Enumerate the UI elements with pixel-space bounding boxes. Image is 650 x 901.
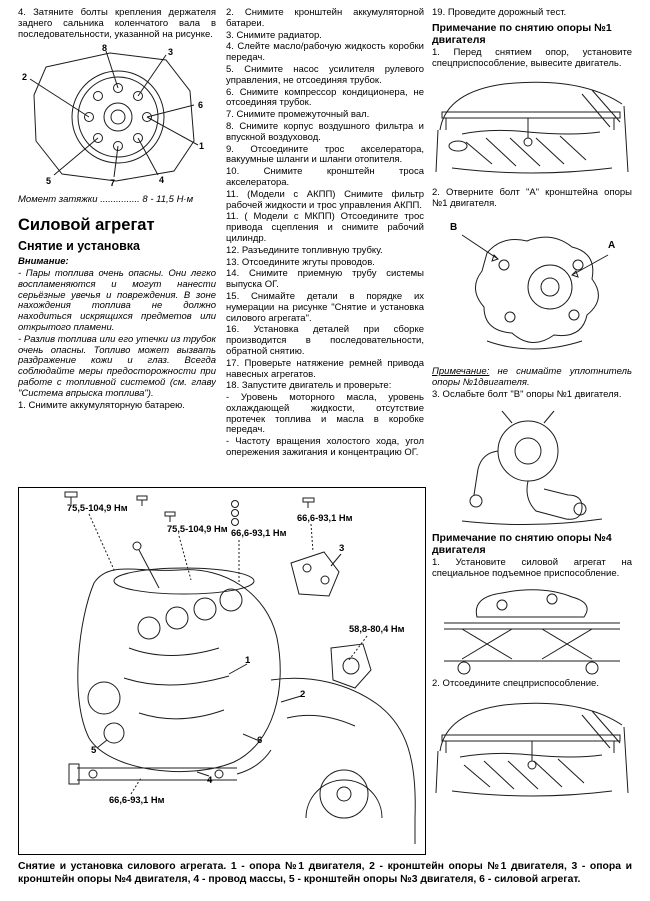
torque-label: 66,6-93,1 Нм [109, 795, 165, 805]
callout-number: 4 [159, 175, 165, 186]
torque-label: 75,5-104,9 Нм [67, 503, 128, 513]
torque-label: 66,6-93,1 Нм [297, 513, 353, 523]
instruction-step: 8. Снимите корпус воздушного фильтра и в… [226, 120, 424, 143]
instruction-step: 16. Установка деталей при сборке произво… [226, 324, 424, 357]
instruction-step: 1. Перед снятием опор, установите спецпр… [432, 46, 632, 69]
callout-number: 1 [199, 141, 205, 152]
instruction-step: 10. Снимите кронштейн троса акселератора… [226, 166, 424, 188]
part-number: 5 [91, 745, 97, 756]
instruction-step: 2. Отверните болт "А" кронштейна опоры №… [432, 187, 632, 210]
section-title: Силовой агрегат [18, 216, 155, 235]
note-body: не снимайте уплотнитель опоры №1двигател… [432, 365, 632, 388]
instruction-step: 5. Снимите насос усилителя рулевого упра… [226, 63, 424, 86]
part-number: 4 [207, 775, 213, 786]
instruction-step: 17. Проверьте натяжение ремней привода н… [226, 357, 424, 380]
instruction-step: 4. Затяните болты крепления держателя за… [18, 8, 216, 40]
note-heading: Примечание по снятию опоры №1 двигателя [432, 21, 612, 46]
torque-label: 66,6-93,1 Нм [231, 528, 287, 538]
engine-assembly-drawing [64, 491, 416, 844]
callout-number: 7 [110, 178, 116, 189]
part-number: 3 [339, 543, 345, 554]
callout-number: 3 [168, 47, 174, 58]
callout-number: 2 [22, 72, 28, 83]
lift-table-figure [432, 583, 632, 675]
callout-number: 5 [46, 176, 52, 187]
engine-bay-support-figure [432, 72, 632, 184]
column-left: 4. Затяните болты крепления держателя за… [18, 8, 216, 480]
engine-bay-support-figure-2 [432, 693, 632, 805]
instruction-step: 15. Снимайте детали в порядке их нумерац… [226, 290, 424, 324]
warning-text: - Разлив топлива или его утечки из трубо… [18, 333, 216, 399]
engine-mount-drawing [461, 411, 603, 526]
torque-label: 58,8-80,4 Нм [349, 624, 405, 634]
instruction-step: 11. ( Модели с МКПП) Отсоедините трос пр… [226, 211, 424, 244]
callout-number: 6 [198, 100, 204, 111]
note-heading: Примечание по снятию опоры №4 двигателя [432, 532, 612, 557]
mount-bracket-ab-drawing [461, 234, 609, 350]
part-number: 6 [257, 735, 263, 746]
mount-bracket-ab-figure: B A [432, 213, 632, 363]
instruction-step: 19. Проведите дорожный тест. [432, 8, 567, 18]
instruction-step: 7. Снимите промежуточный вал. [226, 109, 370, 121]
figure-caption: Снятие и установка силового агрегата. 1 … [18, 861, 632, 885]
flywheel-drawing [29, 51, 199, 182]
instruction-step: 14. Снимите приемную трубу системы выпус… [226, 268, 424, 291]
instruction-substep: - Уровень моторного масла, уровень охлаж… [226, 392, 424, 436]
instruction-step: 13. Отсоедините жгуты проводов. [226, 256, 375, 268]
engine-bay-support-drawing [435, 82, 629, 174]
instruction-substep: - Частоту вращения холостого хода, угол … [226, 436, 424, 459]
callout-number: 8 [102, 43, 108, 54]
column-middle: 2. Снимите кронштейн аккумуляторной бата… [226, 8, 424, 480]
instruction-step: 18. Запустите двигатель и проверьте: [226, 380, 392, 392]
instruction-step: 1. Установите силовой агрегат на специал… [432, 557, 632, 580]
warning-text: - Пары топлива очень опасны. Они легко в… [18, 267, 216, 333]
torque-label: 75,5-104,9 Нм [167, 524, 228, 534]
note-label: Примечание: [432, 365, 490, 377]
instruction-step: 6. Снимите компрессор кондиционера, не о… [226, 86, 424, 109]
instruction-step: 2. Отсоедините спецприспособление. [432, 677, 599, 689]
lift-table-drawing [444, 589, 620, 675]
instruction-step: 4. Слейте масло/рабочую жидкость коробки… [226, 41, 424, 64]
part-number: 1 [245, 655, 251, 666]
instruction-step: 12. Разъедините топливную трубку. [226, 244, 383, 256]
bolt-label-b: B [450, 221, 458, 233]
engine-bay-support-drawing-2 [435, 702, 629, 797]
instruction-step: 1. Снимите аккумуляторную батарею. [18, 399, 185, 411]
flywheel-figure: 1 2 3 4 5 6 7 8 [18, 43, 216, 191]
subsection-title: Снятие и установка [18, 239, 141, 254]
note-text: Примечание: не снимайте уплотнитель опор… [432, 365, 632, 389]
warning-label: Внимание: [18, 256, 69, 268]
main-diagram: 75,5-104,9 Нм 75,5-104,9 Нм 66,6-93,1 Нм… [18, 487, 426, 855]
instruction-step: 11. (Модели с АКПП) Снимите фильтр рабоч… [226, 188, 424, 211]
torque-spec: Момент затяжки ............... 8 - 11,5 … [18, 194, 194, 206]
instruction-step: 3. Ослабьте болт "В" опоры №1 двигателя. [432, 388, 622, 400]
instruction-step: 2. Снимите кронштейн аккумуляторной бата… [226, 8, 424, 29]
column-right: 19. Проведите дорожный тест. Примечание … [432, 8, 632, 894]
part-number: 2 [300, 689, 306, 700]
instruction-step: 3. Снимите радиатор. [226, 29, 322, 41]
bolt-label-a: A [608, 239, 616, 251]
engine-mount-figure [432, 403, 632, 528]
instruction-step: 9. Отсоедините трос акселератора, вакуум… [226, 143, 424, 166]
